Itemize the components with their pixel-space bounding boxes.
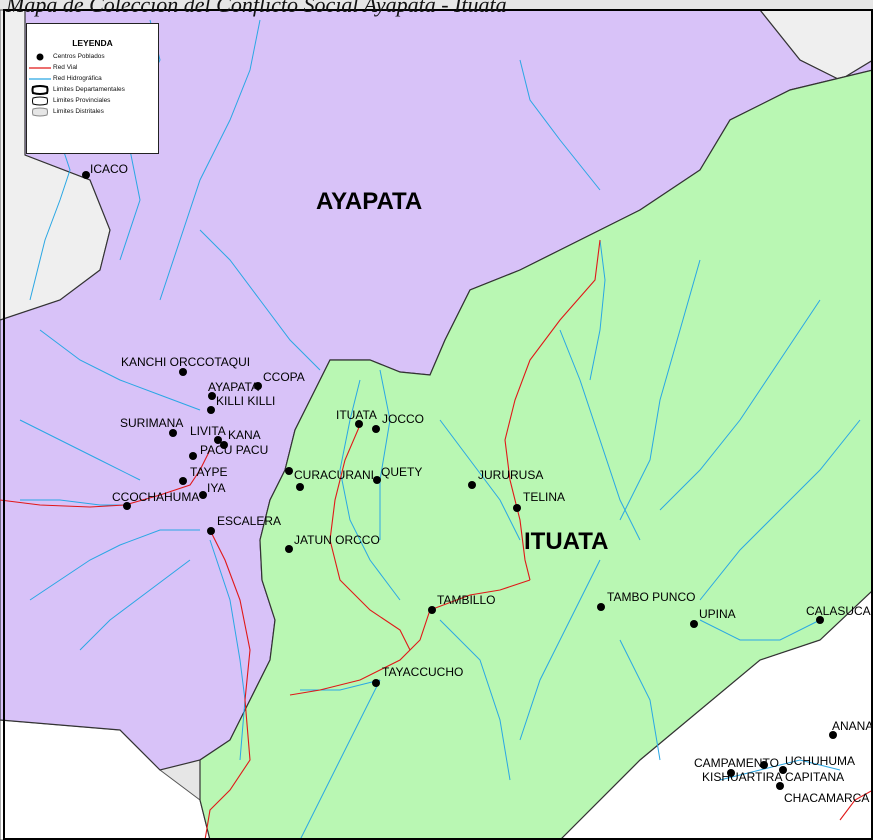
place-label[interactable]: KANCHI ORCCOTAQUI — [121, 355, 251, 369]
place-label[interactable]: PACU PACU — [200, 443, 269, 457]
place-label[interactable]: CURACURANI — [294, 468, 375, 482]
place-label[interactable]: AYAPATA — [208, 380, 259, 394]
place-label[interactable]: UPINA — [699, 607, 736, 621]
legend-item-label: Limites Departamentales — [53, 86, 125, 93]
dot-icon — [27, 52, 53, 62]
legend-item-label: Limites Distritales — [53, 108, 104, 115]
place-label[interactable]: ANANA — [832, 719, 873, 733]
place-label[interactable]: CCOCHAHUMA — [112, 490, 200, 504]
settlement-markers — [82, 171, 837, 790]
legend-item-label: Red Vial — [53, 64, 78, 71]
place-label[interactable]: TAMBILLO — [437, 593, 496, 607]
place-label[interactable]: UCHUHUMA — [785, 754, 855, 768]
legend-item: Red Vial — [27, 62, 158, 73]
place-label[interactable]: JATUN ORCCO — [294, 533, 380, 547]
place-label[interactable]: TAYPE — [190, 465, 228, 479]
legend-item: Limites Provinciales — [27, 95, 158, 106]
place-label[interactable]: CHACAMARCA — [784, 791, 870, 805]
place-label[interactable]: KILLI KILLI — [216, 394, 276, 408]
blue-line-icon — [27, 76, 53, 82]
river-network — [19, 19, 861, 840]
legend-item: Red Hidrográfica — [27, 73, 158, 84]
place-label[interactable]: QUETY — [381, 465, 423, 479]
legend-title: LEYENDA — [72, 38, 113, 48]
legend-item: Centros Poblados — [27, 51, 158, 62]
district-label-ayapata: AYAPATA — [316, 188, 423, 215]
place-label[interactable]: KANA — [228, 428, 261, 442]
district-boundary-icon — [27, 107, 53, 117]
department-boundary-icon — [27, 84, 53, 95]
place-label[interactable]: LIVITA — [190, 424, 226, 438]
legend-item-label: Red Hidrográfica — [53, 75, 102, 82]
place-label[interactable]: TELINA — [523, 490, 566, 504]
place-label[interactable]: SURIMANA — [120, 416, 184, 430]
place-label[interactable]: ESCALERA — [217, 514, 282, 528]
legend-item-label: Centros Poblados — [53, 53, 105, 60]
ituata-district[interactable] — [199, 69, 873, 840]
place-label[interactable]: IYA — [207, 481, 226, 495]
place-label[interactable]: TAMBO PUNCO — [607, 590, 696, 604]
province-boundary-icon — [27, 96, 53, 106]
place-label[interactable]: JURURUSA — [478, 468, 544, 482]
map-title: Mapa de Colección del Conflicto Social A… — [6, 0, 507, 17]
red-line-icon — [27, 65, 53, 71]
place-label[interactable]: KISHUARTIRA — [702, 770, 783, 784]
place-label[interactable]: ITUATA — [336, 408, 377, 422]
place-label[interactable]: CCOPA — [263, 370, 305, 384]
map-border — [3, 9, 873, 840]
legend: LEYENDA Centros Poblados Red Vial Red Hi… — [26, 23, 159, 154]
legend-item-label: Limites Provinciales — [53, 97, 111, 104]
road-network — [0, 239, 873, 840]
place-label[interactable]: ICACO — [90, 162, 129, 176]
place-label[interactable]: CALASUCA — [806, 604, 871, 618]
legend-item: Limites Departamentales — [27, 84, 158, 95]
place-label[interactable]: TAYACCUCHO — [382, 665, 464, 679]
place-label[interactable]: CAMPAMENTO — [694, 756, 779, 770]
legend-item: Limites Distritales — [27, 106, 158, 117]
place-label[interactable]: CAPITANA — [785, 770, 845, 784]
place-label[interactable]: JOCCO — [382, 412, 424, 426]
district-label-ituata: ITUATA — [524, 528, 609, 555]
